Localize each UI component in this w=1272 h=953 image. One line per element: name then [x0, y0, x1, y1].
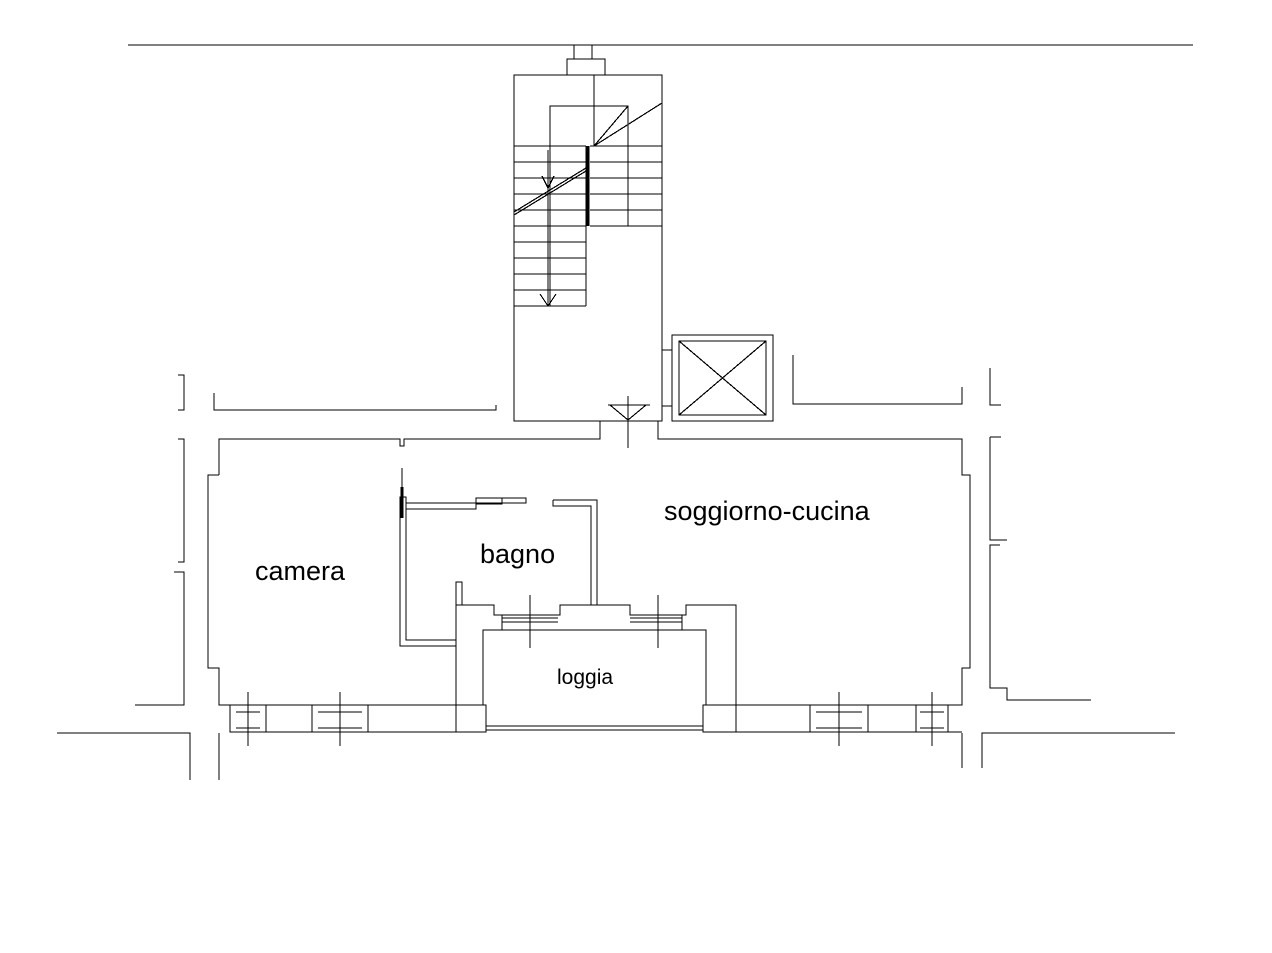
neighbour-walls-top-right	[792, 355, 1001, 406]
window-right-1	[809, 692, 869, 746]
neighbour-walls-right	[961, 436, 1175, 768]
loggia-structure	[455, 595, 737, 733]
neighbour-walls-top-left	[178, 374, 497, 411]
chimney-flue	[566, 44, 606, 76]
room-label-bagno: bagno	[480, 539, 555, 569]
elevator-shaft-icon	[662, 334, 774, 422]
room-label-camera: camera	[255, 556, 346, 586]
stairwell	[513, 74, 663, 422]
room-label-loggia: loggia	[557, 666, 613, 689]
room-label-soggiorno-cucina: soggiorno-cucina	[664, 496, 871, 526]
window-left-1	[229, 692, 267, 746]
window-right-2	[915, 692, 949, 746]
window-left-2	[311, 692, 369, 746]
bagno-walls	[399, 468, 598, 647]
neighbour-walls-left	[57, 438, 220, 780]
entry-marker	[608, 396, 650, 448]
